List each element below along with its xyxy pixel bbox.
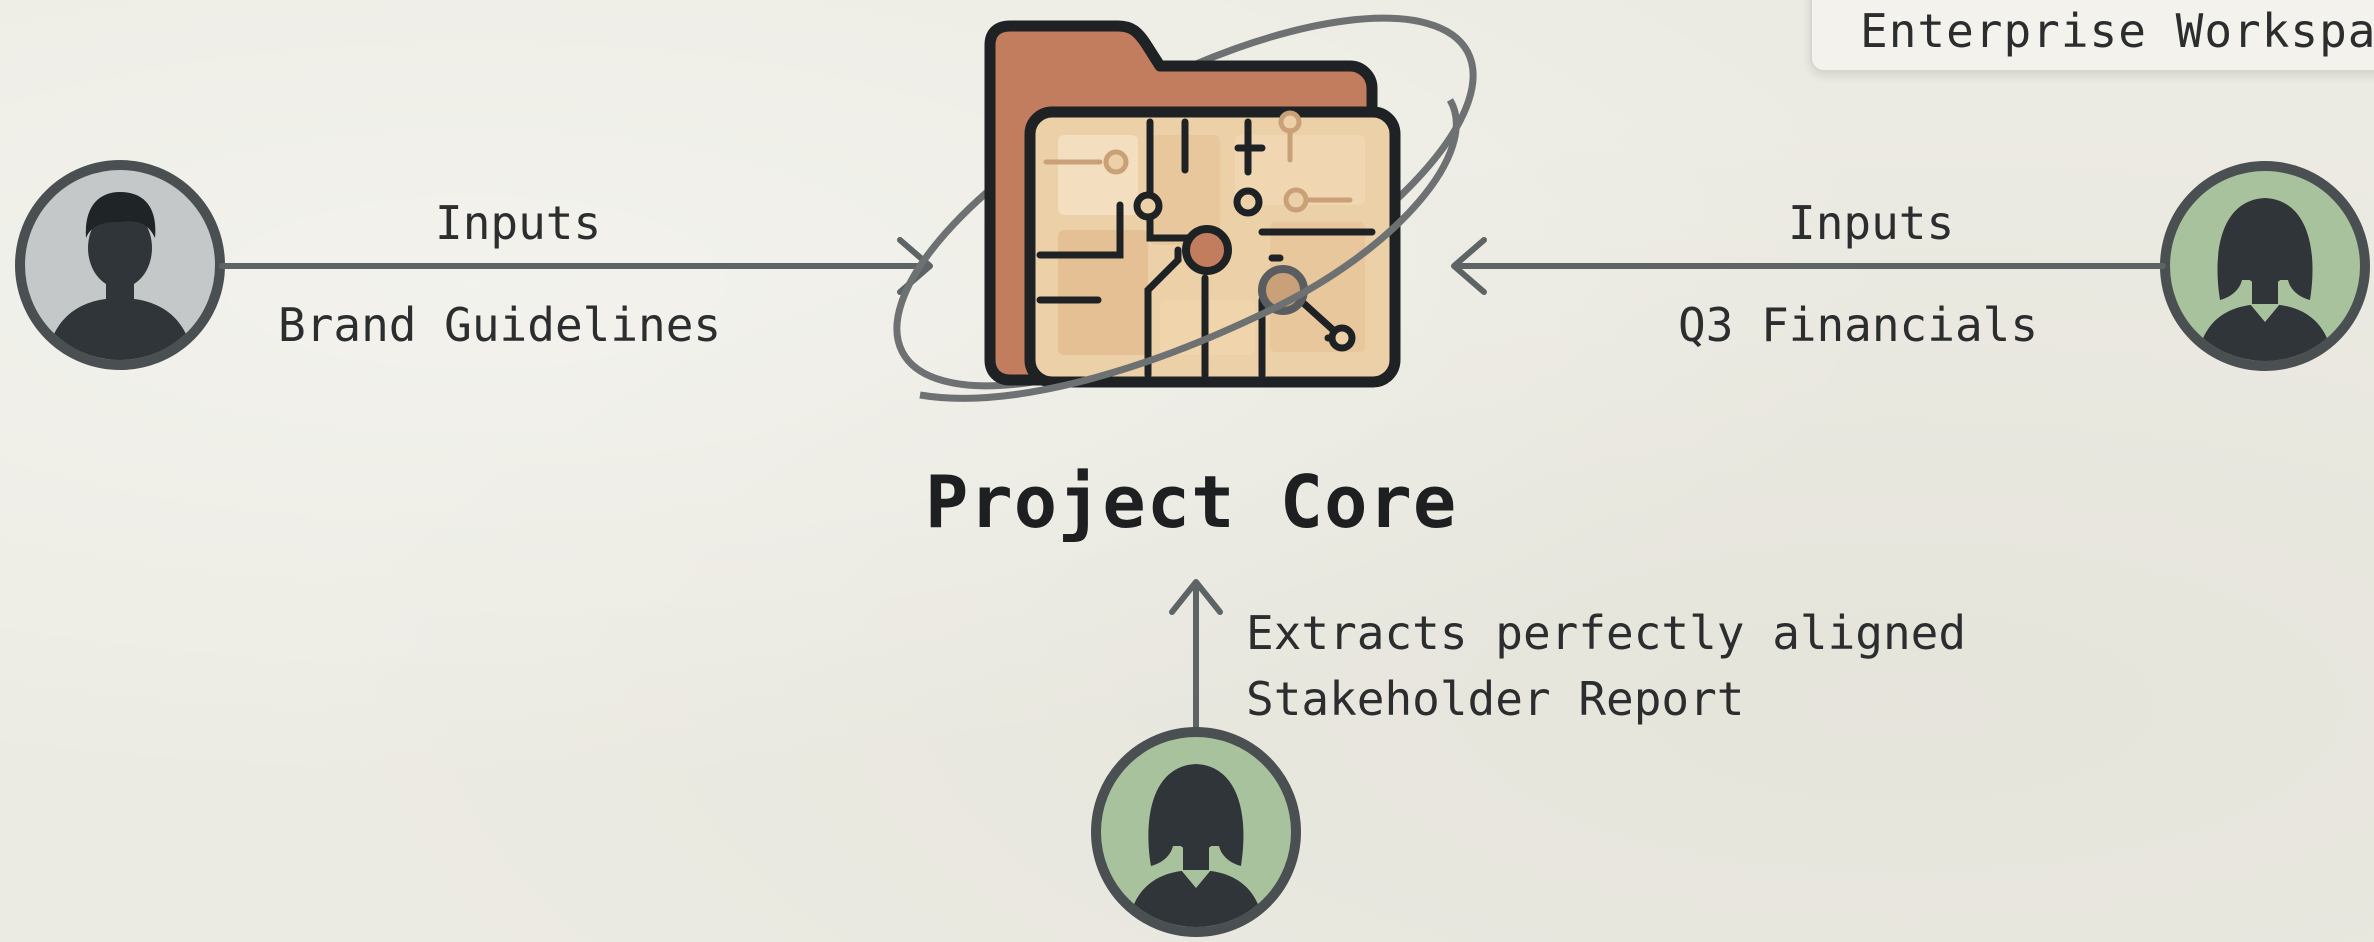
project-core-title: Project Core	[925, 460, 1458, 544]
callout-text: Enterprise Workspace	[1860, 4, 2374, 58]
left-user-avatar-icon	[15, 160, 225, 370]
bottom-output-arrow	[1169, 579, 1223, 733]
workspace-callout: Enterprise Workspace	[1810, 0, 2374, 72]
circuit-folder-icon	[893, 14, 1477, 402]
left-inputs-label: Inputs	[435, 196, 602, 250]
extracts-description: Extracts perfectly aligned Stakeholder R…	[1246, 600, 1966, 732]
right-input-arrow	[1451, 237, 2166, 295]
brand-guidelines-label: Brand Guidelines	[278, 298, 722, 352]
extracts-line-2: Stakeholder Report	[1246, 672, 1745, 726]
extracts-line-1: Extracts perfectly aligned	[1246, 606, 1967, 660]
q3-financials-label: Q3 Financials	[1678, 298, 2039, 352]
right-user-avatar-icon	[2160, 161, 2370, 371]
bottom-user-avatar-icon	[1091, 727, 1301, 937]
right-inputs-label: Inputs	[1788, 196, 1955, 250]
